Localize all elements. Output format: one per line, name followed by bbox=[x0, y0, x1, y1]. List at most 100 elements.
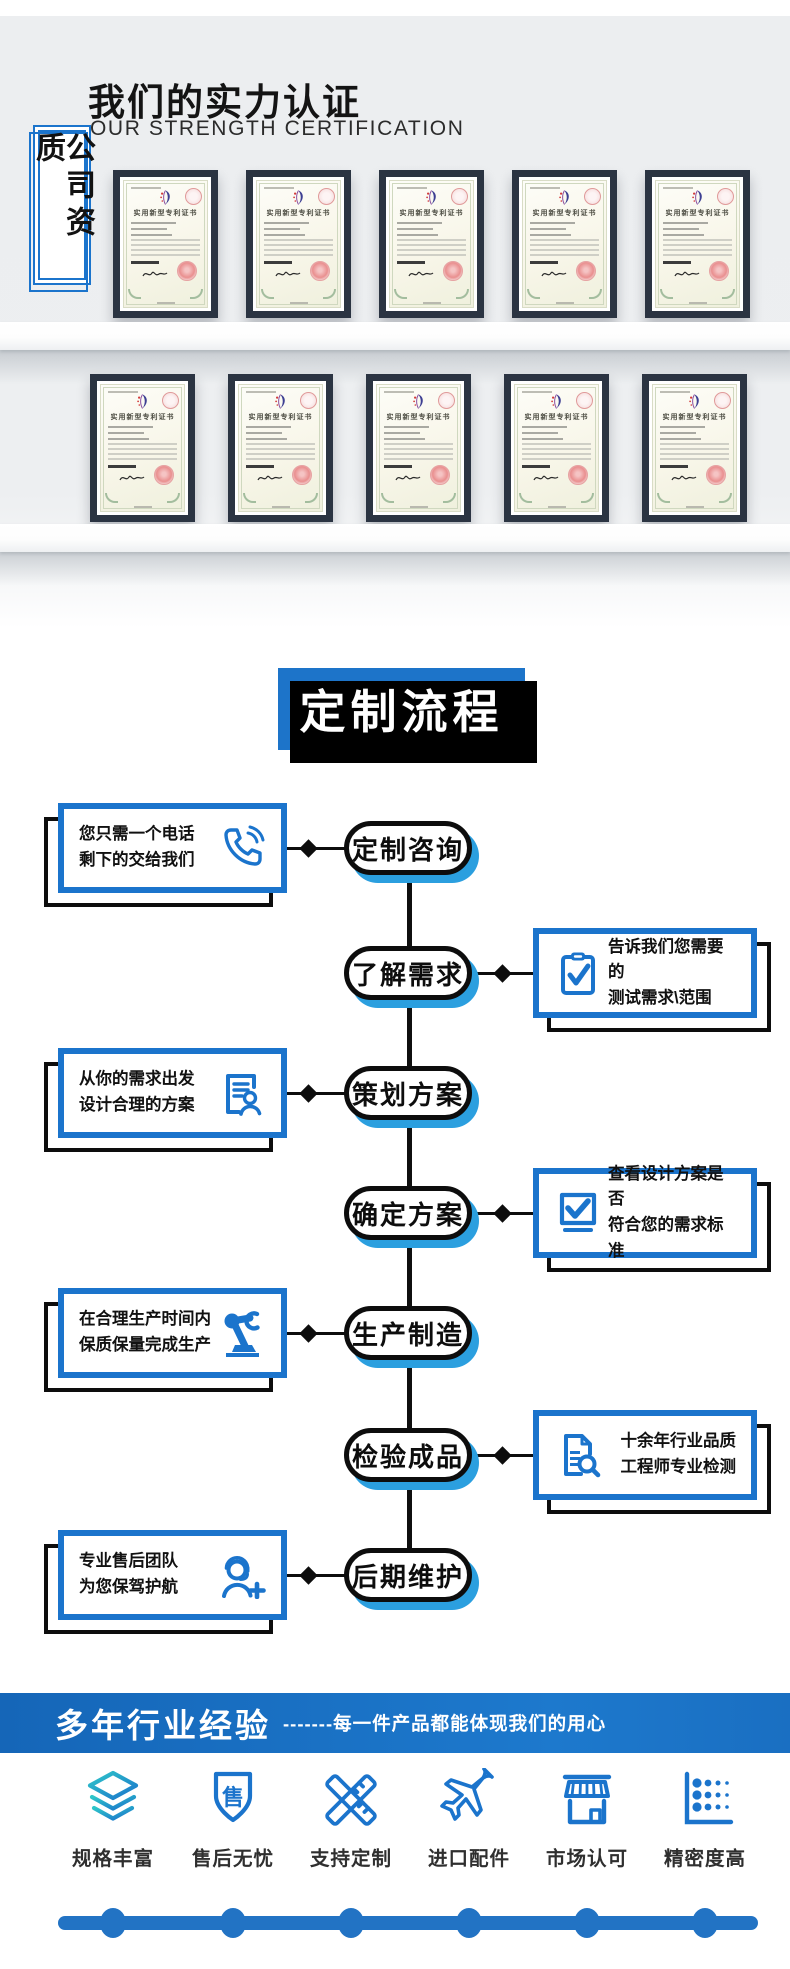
certificate-paragraph-bar bbox=[383, 448, 454, 450]
laurel-right-decoration bbox=[722, 289, 735, 299]
certificate-title: 实用新型专利证书 bbox=[665, 210, 730, 217]
certification-title: 我们的实力认证 bbox=[88, 82, 361, 123]
certificate-frame: 实用新型专利证书 bbox=[90, 374, 195, 522]
certificate-meta-line bbox=[131, 187, 161, 189]
timeline-dot bbox=[692, 1908, 718, 1938]
certificate-footer bbox=[653, 465, 736, 489]
clipboard-check-icon bbox=[554, 949, 602, 997]
laurel-right-decoration bbox=[190, 289, 203, 299]
robot-arm-icon bbox=[218, 1309, 266, 1357]
flow-step-label: 生产制造 bbox=[351, 1319, 464, 1350]
certificate-footer bbox=[515, 465, 598, 489]
certificate-red-seal bbox=[709, 261, 730, 281]
certificate-paragraph-bar bbox=[529, 239, 600, 241]
certificate-header bbox=[515, 392, 598, 411]
certificate-red-seal bbox=[177, 261, 198, 281]
certificate-signature bbox=[541, 267, 567, 285]
certificate-text-bar bbox=[130, 228, 168, 230]
certificate-paragraph-bar bbox=[245, 443, 316, 445]
laurel-left-decoration bbox=[243, 493, 256, 503]
laurel-right-decoration bbox=[456, 289, 469, 299]
certificate-text-bar bbox=[107, 426, 154, 428]
flow-note-box: 从你的需求出发 设计合理的方案 bbox=[58, 1048, 287, 1138]
laurel-left-decoration bbox=[657, 493, 670, 503]
certificate-signature bbox=[533, 471, 559, 489]
certificate-top-seal bbox=[717, 188, 734, 205]
feature-item: 售售后无忧 bbox=[181, 1768, 285, 1871]
certificate-paragraph-bar bbox=[245, 458, 316, 460]
certificate-title: 实用新型专利证书 bbox=[662, 414, 727, 421]
certificate-page-number-bar bbox=[156, 302, 175, 304]
flow-step-pill: 检验成品 bbox=[344, 1428, 472, 1482]
certificate: 实用新型专利证书 bbox=[655, 180, 740, 308]
certificate-paragraph-bar bbox=[107, 448, 178, 450]
certificate-page-number-bar bbox=[547, 506, 566, 508]
patent-logo-icon bbox=[692, 190, 702, 205]
certificate-paragraph-bar bbox=[245, 448, 316, 450]
certificate-top-seal bbox=[318, 188, 335, 205]
certificate-mat: 实用新型专利证书 bbox=[511, 381, 602, 515]
timeline-dot bbox=[100, 1908, 126, 1938]
certificate-frame: 实用新型专利证书 bbox=[246, 170, 351, 318]
certificate-footer bbox=[239, 465, 322, 489]
certificate-text-bar bbox=[107, 432, 145, 434]
certificate-text-bar bbox=[383, 426, 430, 428]
flow-step-pill: 生产制造 bbox=[344, 1306, 472, 1360]
certificate-meta-line bbox=[384, 391, 414, 393]
timeline-dot bbox=[220, 1908, 246, 1938]
certificate-red-seal bbox=[430, 465, 451, 485]
flow-connector-diamond bbox=[493, 1445, 512, 1465]
certificate-paragraph-bar bbox=[396, 249, 467, 251]
certificate-paragraph-bar bbox=[383, 458, 454, 460]
certificate: 实用新型专利证书 bbox=[652, 384, 737, 512]
laurel-left-decoration bbox=[105, 493, 118, 503]
certificate-title: 实用新型专利证书 bbox=[386, 414, 451, 421]
patent-logo-icon bbox=[293, 190, 303, 205]
shelf-shadow bbox=[0, 552, 790, 586]
certificate-barcode bbox=[130, 261, 159, 264]
certificate-frame: 实用新型专利证书 bbox=[228, 374, 333, 522]
certificate-top-seal bbox=[300, 392, 317, 409]
certificate-text-bar bbox=[529, 222, 576, 224]
certificate-text-bar bbox=[396, 222, 443, 224]
certificate-text-bar bbox=[521, 426, 568, 428]
certificate-red-seal bbox=[443, 261, 464, 281]
flow-step-label: 检验成品 bbox=[351, 1441, 464, 1472]
certificate-signature bbox=[674, 267, 700, 285]
certificate-paragraph-bar bbox=[383, 453, 454, 455]
certificate-paragraph-bar bbox=[529, 244, 600, 246]
certificate-red-seal bbox=[568, 465, 589, 485]
flow-step-pill: 确定方案 bbox=[344, 1186, 472, 1240]
certificate-paragraph-bar bbox=[107, 458, 178, 460]
certificate-paragraph-bar bbox=[662, 254, 733, 256]
certificate-text-bar bbox=[659, 426, 706, 428]
certificate-top-seal bbox=[438, 392, 455, 409]
certificate-meta-line bbox=[246, 391, 276, 393]
certificate-signature bbox=[408, 267, 434, 285]
experience-banner: 多年行业经验 -------每一件产品都能体现我们的用心 bbox=[0, 1693, 790, 1753]
certificate-paragraph-bar bbox=[396, 239, 467, 241]
certificate-page-number-bar bbox=[289, 302, 308, 304]
certificate-meta-line bbox=[522, 391, 552, 393]
laurel-right-decoration bbox=[589, 289, 602, 299]
certificate-text-bar bbox=[245, 438, 288, 440]
certificate: 实用新型专利证书 bbox=[376, 384, 461, 512]
certificate-red-seal bbox=[576, 261, 597, 281]
certificate-header bbox=[653, 392, 736, 411]
certificate-text-bar bbox=[659, 432, 697, 434]
feature-label: 进口配件 bbox=[427, 1848, 510, 1870]
certificate-frame: 实用新型专利证书 bbox=[642, 374, 747, 522]
flow-step-label: 定制咨询 bbox=[351, 834, 464, 865]
feature-item: 精密度高 bbox=[653, 1768, 757, 1871]
certificate-red-seal bbox=[154, 465, 175, 485]
flow-note-box: 专业售后团队 为您保驾护航 bbox=[58, 1530, 287, 1620]
shield-icon: 售 bbox=[181, 1768, 285, 1830]
certificate-signature bbox=[395, 471, 421, 489]
certificate-footer bbox=[257, 261, 340, 285]
flow-connector-diamond bbox=[299, 1323, 318, 1343]
certificate-text-bar bbox=[383, 432, 421, 434]
timeline-dot bbox=[574, 1908, 600, 1938]
certificate-red-seal bbox=[310, 261, 331, 281]
flow-note-box: 您只需一个电话 剩下的交给我们 bbox=[58, 803, 287, 893]
certificate-meta-line bbox=[530, 187, 560, 189]
